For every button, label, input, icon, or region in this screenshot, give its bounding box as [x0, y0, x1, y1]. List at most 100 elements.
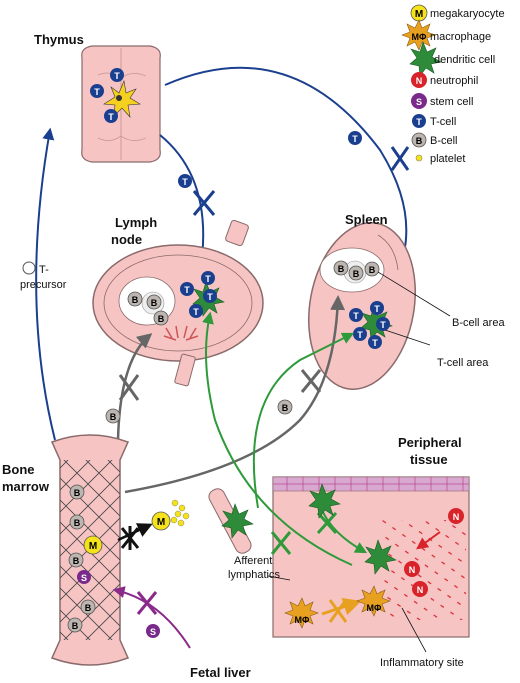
svg-text:B: B [353, 269, 360, 279]
afferent-lymphatics-label-2: lymphatics [228, 569, 280, 581]
legend-label: macrophage [430, 31, 491, 43]
b-cell-area-pointer [377, 271, 451, 317]
svg-text:T: T [94, 87, 100, 97]
b-cell: B [105, 408, 121, 424]
neutrophil: N [404, 561, 420, 577]
afferent-pointer [267, 575, 291, 581]
t-cell: T [201, 271, 215, 285]
afferent-lymphatics-label-1: Afferent [234, 555, 272, 567]
svg-text:B: B [110, 412, 117, 422]
b-cell: B [364, 261, 380, 277]
legend-label: neutrophil [430, 75, 478, 87]
b-cell: B [68, 552, 84, 568]
spleen-organ [308, 222, 416, 390]
svg-text:B: B [416, 136, 423, 146]
b-cell: B [277, 399, 293, 415]
svg-text:S: S [416, 97, 422, 107]
blocked-x-dendritic-lymph [270, 531, 292, 555]
svg-text:T: T [357, 330, 363, 340]
t-cell: T [348, 131, 362, 145]
platelets [170, 499, 190, 527]
legend-macrophage-icon: MΦ [401, 19, 436, 51]
svg-text:N: N [453, 512, 460, 522]
b-cell-area-label: B-cell area [452, 317, 505, 329]
svg-text:T: T [374, 304, 380, 314]
megakaryocyte: M [83, 535, 103, 555]
lymph-node-label-1: Lymph [115, 215, 157, 230]
svg-text:MΦ: MΦ [412, 32, 427, 42]
t-precursor-cell [22, 261, 36, 275]
svg-text:MΦ: MΦ [295, 615, 310, 625]
dendritic-cell [308, 483, 341, 519]
svg-text:T: T [416, 117, 422, 127]
svg-text:B: B [338, 264, 345, 274]
b-cell: B [69, 514, 85, 530]
b-cell: B [146, 294, 162, 310]
svg-text:B: B [369, 265, 376, 275]
stem-cell: S [146, 624, 160, 638]
svg-text:S: S [150, 627, 156, 637]
legend-t-cell-icon: T [412, 114, 426, 128]
peripheral-tissue-label-2: tissue [410, 452, 448, 467]
fetal-liver-label: Fetal liver [190, 665, 251, 680]
marrow-to-spleen-arrow [124, 295, 346, 494]
b-cell: B [153, 310, 169, 326]
svg-text:N: N [416, 76, 423, 86]
legend-dendritic-cell-icon [409, 41, 442, 77]
spleen-label: Spleen [345, 212, 388, 227]
svg-text:T: T [114, 71, 120, 81]
t-cell: T [90, 84, 104, 98]
svg-text:B: B [151, 298, 158, 308]
svg-text:B: B [158, 314, 165, 324]
legend-label: platelet [430, 153, 465, 165]
svg-text:T: T [353, 311, 359, 321]
inflammatory-site-label: Inflammatory site [380, 657, 464, 669]
dendritic-cell [221, 503, 254, 539]
svg-text:M: M [415, 9, 423, 20]
svg-text:T: T [352, 134, 358, 144]
blocked-x-thymus-lymph [192, 190, 216, 216]
svg-text:T: T [193, 307, 199, 317]
fetal-liver-arrow [112, 586, 191, 649]
svg-text:T: T [372, 338, 378, 348]
legend-label: T-cell [430, 116, 456, 128]
svg-text:T: T [207, 292, 213, 302]
legend-platelet-icon [415, 154, 423, 162]
svg-text:T: T [108, 112, 114, 122]
bone-marrow-label-1: Bone [2, 462, 35, 477]
svg-text:B: B [73, 556, 80, 566]
legend-b-cell-icon: B [411, 132, 427, 148]
t-cell: T [370, 301, 384, 315]
legend-neutrophil-icon: N [411, 72, 427, 88]
t-cell: T [189, 304, 203, 318]
blocked-x-megakaryocyte [120, 526, 140, 550]
blocked-x-b-lymph [118, 374, 140, 401]
svg-text:B: B [72, 621, 79, 631]
macrophage: MΦ [284, 597, 319, 629]
lymph-node-label-2: node [111, 232, 142, 247]
dendritic-to-spleen-arrow [252, 332, 355, 509]
dendritic-to-lymph-node-arrow [202, 311, 353, 566]
svg-text:MΦ: MΦ [367, 603, 382, 613]
t-cell: T [203, 289, 217, 303]
legend-label: megakaryocyte [430, 8, 505, 20]
legend-label: dendritic cell [434, 54, 495, 66]
t-cell: T [368, 335, 382, 349]
bone-marrow-label-2: marrow [2, 479, 50, 494]
dendritic-cell [364, 539, 397, 575]
thymus-label: Thymus [34, 32, 84, 47]
t-precursor-label-2: precursor [20, 279, 67, 291]
svg-text:N: N [417, 585, 424, 595]
svg-text:B: B [85, 603, 92, 613]
blocked-x-b-spleen [300, 369, 322, 393]
svg-text:M: M [89, 541, 97, 552]
marrow-to-lymph-node-arrow [116, 333, 153, 441]
b-cell: B [67, 617, 83, 633]
b-cell: B [80, 599, 96, 615]
svg-text:N: N [409, 565, 416, 575]
b-cell: B [127, 291, 143, 307]
svg-text:B: B [132, 295, 139, 305]
legend: M megakaryocyte MΦ macrophage dendritic … [401, 4, 505, 165]
